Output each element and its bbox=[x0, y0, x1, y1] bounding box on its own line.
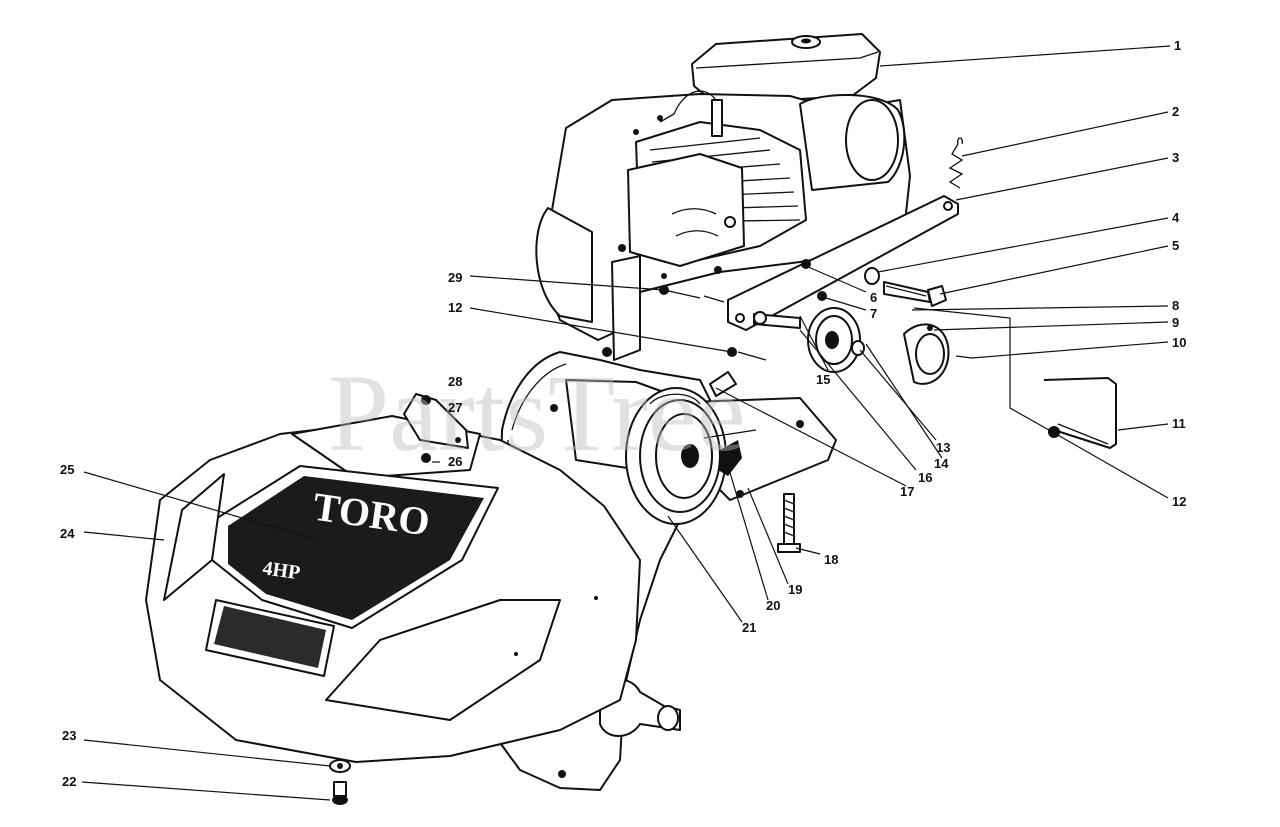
fuel-tank bbox=[691, 33, 881, 105]
callout-25: 25 bbox=[60, 462, 74, 477]
callout-17: 17 bbox=[900, 484, 914, 499]
callout-29: 29 bbox=[448, 270, 462, 285]
washer-and-bolt bbox=[329, 759, 351, 805]
callout-23: 23 bbox=[62, 728, 76, 743]
callout-21: 21 bbox=[742, 620, 756, 635]
callout-18: 18 bbox=[824, 552, 838, 567]
shield-bracket bbox=[403, 393, 469, 463]
callout-12-right: 12 bbox=[1172, 494, 1186, 509]
callout-9: 9 bbox=[1172, 315, 1179, 330]
callout-10: 10 bbox=[1172, 335, 1186, 350]
callout-26: 26 bbox=[448, 454, 462, 469]
idler-linkage bbox=[659, 137, 1117, 449]
callout-20: 20 bbox=[766, 598, 780, 613]
callout-6: 6 bbox=[870, 290, 877, 305]
engine bbox=[535, 33, 911, 361]
callout-8: 8 bbox=[1172, 298, 1179, 313]
callout-3: 3 bbox=[1172, 150, 1179, 165]
callout-15: 15 bbox=[816, 372, 830, 387]
bolt-18 bbox=[777, 493, 801, 553]
callout-4: 4 bbox=[1172, 210, 1180, 225]
callout-16: 16 bbox=[918, 470, 932, 485]
front-shield: TORO 4HP bbox=[145, 415, 641, 763]
callout-2: 2 bbox=[1172, 104, 1179, 119]
horsepower-text: 4HP bbox=[261, 557, 301, 584]
callout-28: 28 bbox=[448, 374, 462, 389]
callout-24: 24 bbox=[60, 526, 75, 541]
callout-5: 5 bbox=[1172, 238, 1179, 253]
callout-7: 7 bbox=[870, 306, 877, 321]
callout-1: 1 bbox=[1174, 38, 1181, 53]
callout-12-left: 12 bbox=[448, 300, 462, 315]
callout-19: 19 bbox=[788, 582, 802, 597]
callout-27: 27 bbox=[448, 400, 462, 415]
watermark-text: PartsTree bbox=[328, 352, 746, 474]
drive-pulley bbox=[625, 371, 757, 525]
callout-22: 22 bbox=[62, 774, 76, 789]
callout-numbers: 1 2 3 4 5 6 7 8 9 10 11 12 12 13 14 15 1… bbox=[60, 38, 1186, 789]
callout-14: 14 bbox=[934, 456, 949, 471]
callout-11: 11 bbox=[1172, 416, 1186, 431]
callout-13: 13 bbox=[936, 440, 950, 455]
leader-lines bbox=[81, 45, 1171, 801]
